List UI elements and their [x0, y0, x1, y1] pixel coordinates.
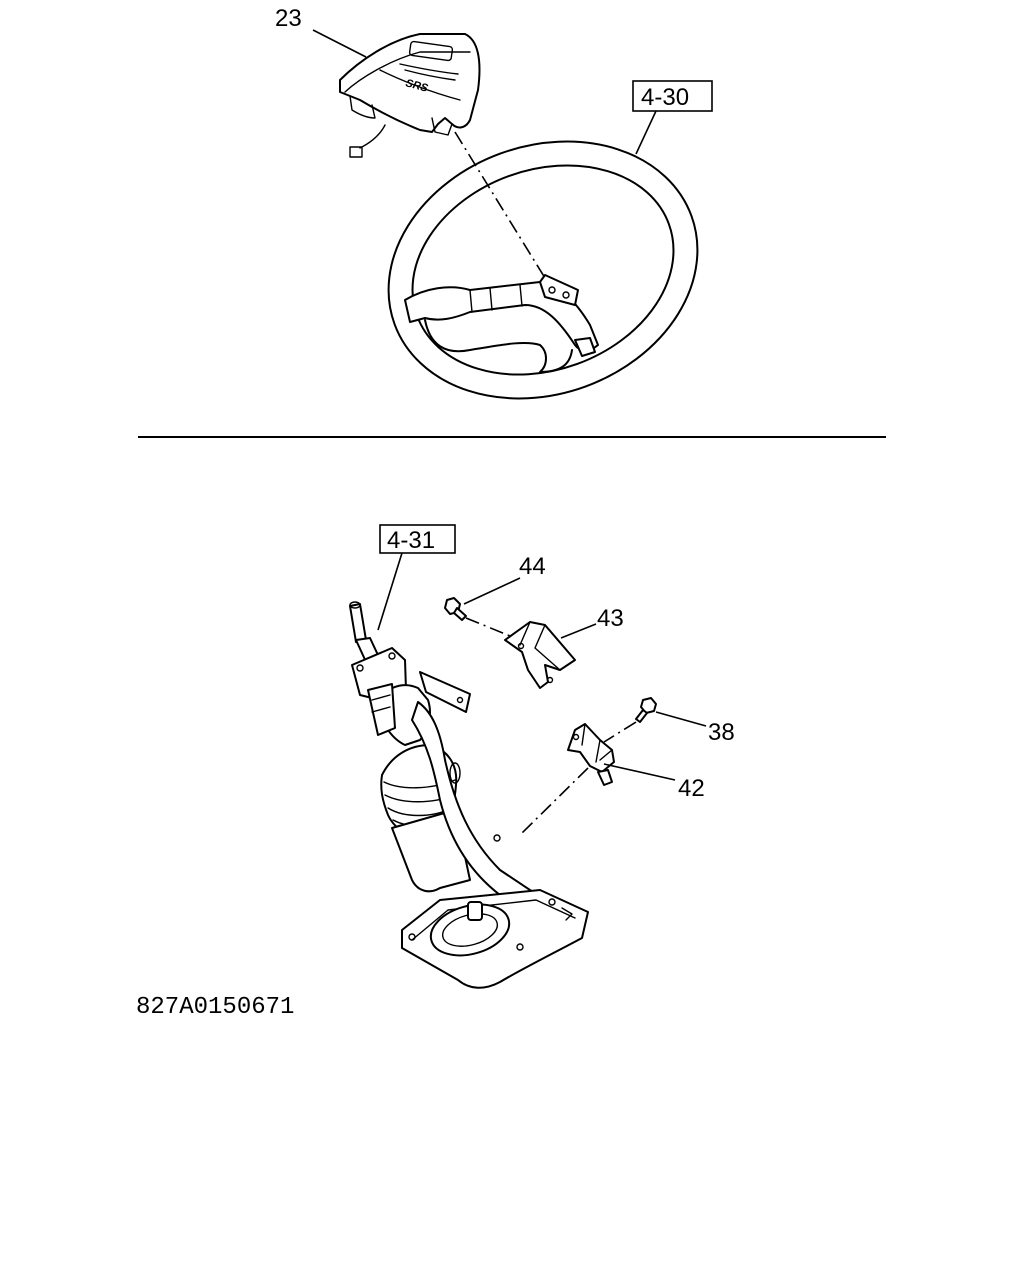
leader-43 [560, 623, 597, 639]
airbag-module: SRS [339, 33, 481, 158]
leader-23 [312, 29, 367, 58]
callout-42: 42 [678, 775, 705, 802]
bolt-44 [444, 597, 467, 621]
bolt-38-alignment-line [603, 721, 637, 743]
leader-4-31 [377, 552, 403, 631]
leader-4-30 [635, 110, 657, 155]
bracket-42-alignment-line [519, 767, 589, 836]
bracket-43 [504, 621, 576, 689]
ref-box-4-31 [379, 524, 456, 554]
bolt-44-alignment-line [465, 617, 521, 641]
ref-box-4-30 [632, 80, 713, 112]
leader-38 [655, 711, 707, 727]
callout-23: 23 [275, 5, 302, 32]
bolt-38 [635, 697, 657, 723]
callout-38: 38 [708, 719, 735, 746]
ref-4-30: 4-30 [641, 84, 689, 111]
airbag-srs-mark: SRS [404, 77, 430, 95]
drawing-code: 827A0150671 [136, 994, 294, 1021]
leader-44 [463, 577, 521, 605]
bracket-42 [567, 723, 615, 786]
callout-43: 43 [597, 605, 624, 632]
callout-44: 44 [519, 553, 546, 580]
leader-42 [603, 763, 676, 781]
ref-4-31: 4-31 [387, 527, 435, 554]
steering-column [349, 601, 589, 989]
airbag-alignment-line [454, 131, 546, 279]
steering-wheel [387, 140, 699, 400]
